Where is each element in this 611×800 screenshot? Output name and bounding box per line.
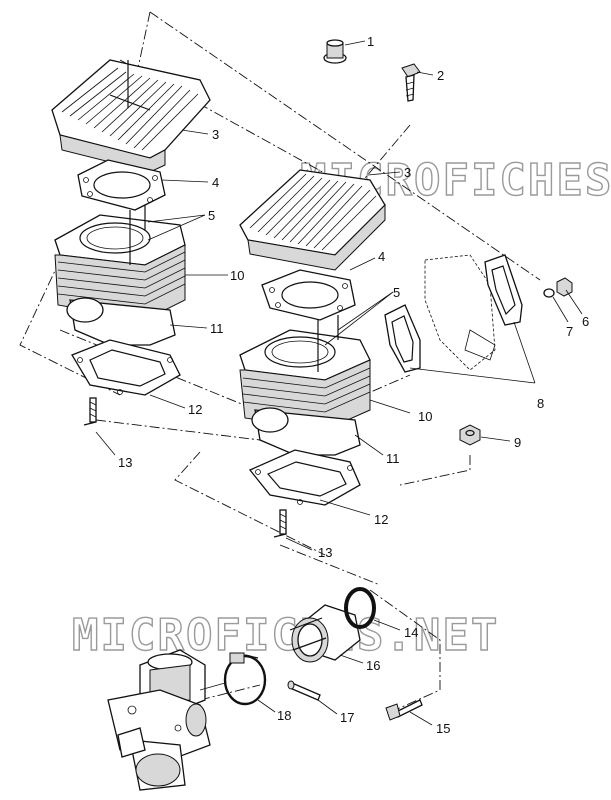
callout-numbers: 1 2 3 4 5 10 11 12 13 3 4 5 6 7 8 9 10 1… [118, 34, 589, 736]
nut-small [556, 277, 573, 297]
carburetor [107, 649, 226, 791]
callout-14: 14 [404, 625, 418, 640]
callout-15: 15 [436, 721, 450, 736]
callout-12-right: 12 [374, 512, 388, 527]
flange-nut [323, 39, 347, 64]
flange-nut-9 [459, 424, 481, 446]
callout-13-left: 13 [118, 455, 132, 470]
cylinder-right [239, 315, 371, 456]
lock-washer [543, 288, 555, 298]
cylinder-left [54, 205, 186, 346]
callout-7: 7 [566, 324, 573, 339]
boot-bolt [385, 699, 423, 721]
callout-2: 2 [437, 68, 444, 83]
leader-lines [95, 40, 583, 726]
stud-right [273, 509, 287, 538]
base-gasket-right [248, 449, 361, 506]
callout-5-right: 5 [393, 285, 400, 300]
watermark-bottom: MICROFICHES.NET [72, 610, 499, 661]
callout-17: 17 [340, 710, 354, 725]
callout-12-left: 12 [188, 402, 202, 417]
head-gasket-right [261, 269, 356, 321]
callout-6: 6 [582, 314, 589, 329]
callout-10-right: 10 [418, 409, 432, 424]
head-gasket-left [77, 159, 166, 211]
callout-1: 1 [367, 34, 374, 49]
callout-16: 16 [366, 658, 380, 673]
intake-gasket-outer [484, 254, 523, 326]
callout-5-left: 5 [208, 208, 215, 223]
o-ring [344, 587, 376, 629]
callout-4-left: 4 [212, 175, 219, 190]
callout-9: 9 [514, 435, 521, 450]
cylinder-head-right [239, 169, 386, 271]
callout-8: 8 [537, 396, 544, 411]
intake-gasket-inner [384, 304, 421, 373]
base-gasket-left [71, 339, 181, 396]
callout-10-left: 10 [230, 268, 244, 283]
cylinder-head-left [51, 59, 211, 173]
carb-boot [289, 604, 361, 663]
callout-13-right: 13 [318, 545, 332, 560]
callout-3-left: 3 [212, 127, 219, 142]
hose-clamp [223, 652, 267, 706]
callout-18: 18 [277, 708, 291, 723]
stud-left [83, 397, 97, 426]
callout-11-right: 11 [386, 451, 400, 466]
head-bolt [401, 63, 421, 102]
callout-11-left: 11 [210, 321, 224, 336]
intake-manifold [424, 254, 496, 371]
callout-4-right: 4 [378, 249, 385, 264]
clamp-screw [287, 680, 321, 701]
callout-3-right: 3 [404, 165, 411, 180]
